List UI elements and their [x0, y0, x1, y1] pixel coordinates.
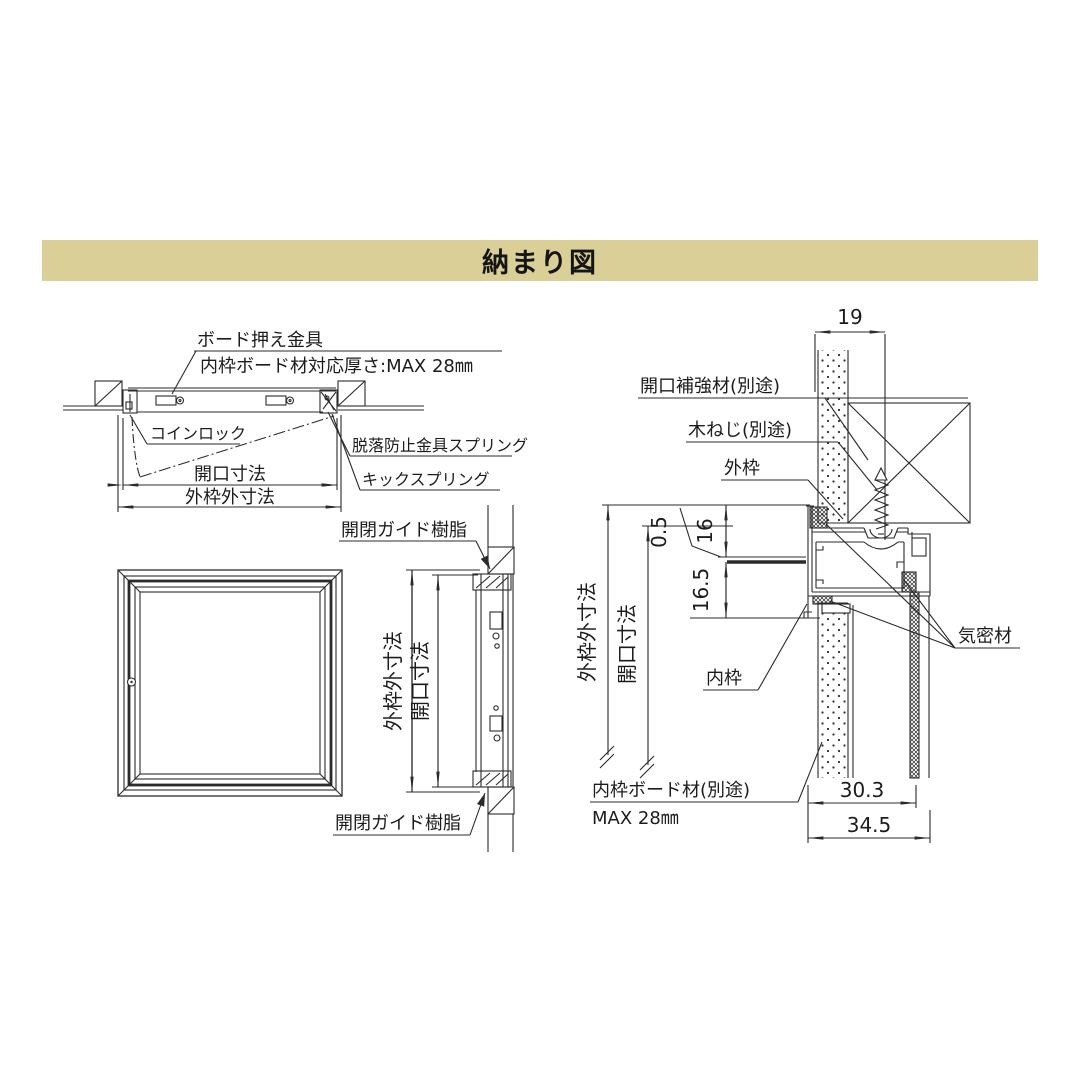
label-inner-frame: 内枠	[706, 668, 742, 689]
detail-section-view: 19	[575, 305, 1020, 843]
wood-screw	[869, 466, 893, 539]
side-dim-outer-label: 外枠外寸法	[381, 631, 405, 731]
label-inner-board-line1: 内枠ボード材(別途)	[592, 780, 750, 801]
dim-outer-label: 外枠外寸法	[185, 487, 275, 508]
label-outer-frame: 外枠	[724, 458, 760, 479]
page-title: 納まり図	[482, 248, 598, 279]
guide-resin-bottom	[472, 770, 512, 788]
board-bracket	[265, 395, 295, 406]
joist-hatch-left	[94, 380, 123, 407]
board-bracket	[155, 395, 185, 406]
label-board-bracket: ボード押え金具	[197, 330, 323, 351]
top-section-view: ボード押え金具 内枠ボード材対応厚さ:MAX 28㎜ コインロック 脱落防止金具…	[63, 330, 528, 512]
label-guide-resin-top: 開閉ガイド樹脂	[341, 520, 467, 541]
inner-frame-board	[817, 602, 854, 778]
coin-lock-front	[126, 677, 137, 687]
label-kick-spring: キックスプリング	[362, 470, 490, 489]
label-fall-prevention-spring: 脱落防止金具スプリング	[352, 436, 528, 455]
label-inner-board-line2: MAX 28㎜	[592, 808, 679, 829]
airtight-material	[809, 506, 920, 779]
label-board-thickness: 内枠ボード材対応厚さ:MAX 28㎜	[200, 356, 473, 377]
dim-opening-label: 開口寸法	[194, 464, 266, 485]
label-guide-resin-bottom: 開閉ガイド樹脂	[335, 813, 461, 834]
detail-dim-16-5: 16.5	[689, 568, 713, 613]
detail-dim-16: 16	[693, 518, 717, 543]
label-wood-screw: 木ねじ(別途)	[688, 420, 792, 441]
label-reinforcement: 開口補強材(別途)	[640, 376, 780, 397]
guide-resin-top	[472, 573, 512, 591]
joist-hatch-right	[337, 380, 366, 407]
label-coin-lock: コインロック	[150, 424, 246, 443]
title-bar: 納まり図	[42, 240, 1038, 281]
reinforcement-block	[847, 402, 971, 524]
side-dim-opening-label: 開口寸法	[408, 641, 432, 721]
detail-dim-opening-label: 開口寸法	[615, 604, 639, 684]
label-airtight: 気密材	[958, 626, 1012, 647]
detail-dim-30-3: 30.3	[840, 778, 885, 802]
detail-dim-0-5: 0.5	[647, 516, 671, 548]
detail-dim-outer-label: 外枠外寸法	[575, 582, 599, 682]
detail-dim-34-5: 34.5	[847, 813, 892, 837]
detail-dim-19: 19	[837, 305, 862, 329]
front-view	[117, 569, 343, 797]
ceiling-board	[817, 350, 849, 524]
side-view: 外枠外寸法 開口寸法 開閉ガイド樹脂 開閉ガイド樹脂	[333, 505, 515, 852]
